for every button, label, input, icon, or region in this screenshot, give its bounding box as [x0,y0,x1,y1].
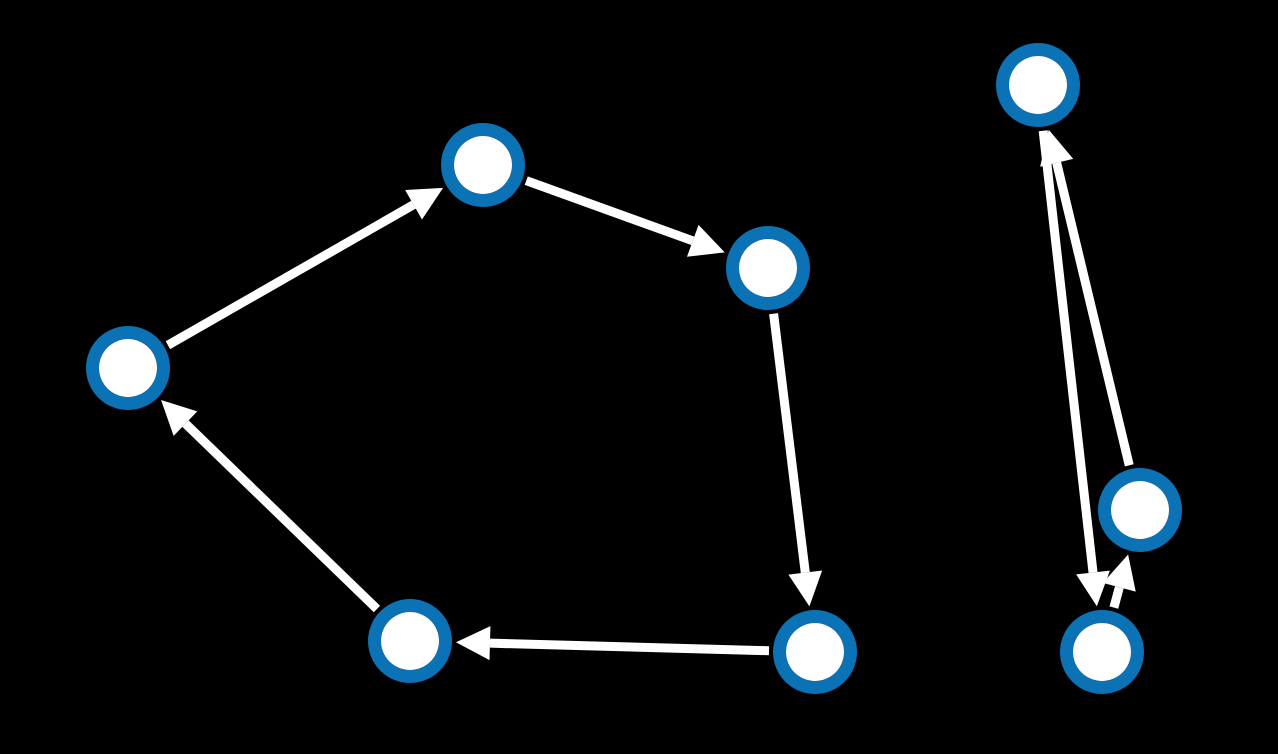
graph-node[interactable] [86,326,170,410]
node-ring [726,226,810,310]
arrowhead-icon [455,626,491,661]
graph-node[interactable] [1060,610,1144,694]
graph-node[interactable] [996,43,1080,127]
node-core [381,612,439,670]
edge-layer [161,129,1136,661]
graph-node[interactable] [441,123,525,207]
graph-node[interactable] [726,226,810,310]
node-ring [441,123,525,207]
node-core [454,136,512,194]
node-core [1111,481,1169,539]
graph-edge[interactable] [1109,586,1124,609]
node-core [1009,56,1067,114]
node-ring [773,610,857,694]
graph-edge[interactable] [165,200,416,350]
arrowhead-icon [1040,129,1074,167]
node-ring [1060,610,1144,694]
graph-node[interactable] [1098,468,1182,552]
graph-edge[interactable] [1052,161,1134,467]
arrowhead-icon [1076,570,1110,607]
node-ring [86,326,170,410]
arrowhead-icon [788,570,823,607]
arrowhead-icon [161,400,198,436]
graph-edge[interactable] [769,313,810,574]
graph-edge[interactable] [182,420,381,613]
graph-edge[interactable] [1038,130,1098,574]
arrowhead-icon [1102,554,1136,592]
node-core [739,239,797,297]
arrowhead-icon [405,187,444,220]
node-ring [1098,468,1182,552]
graph-edge[interactable] [524,176,695,246]
node-ring [368,599,452,683]
node-ring [996,43,1080,127]
node-core [786,623,844,681]
graph-edge[interactable] [489,638,770,656]
graph-node[interactable] [773,610,857,694]
node-core [1073,623,1131,681]
node-layer [86,43,1182,694]
arrowhead-icon [686,224,725,257]
node-core [99,339,157,397]
graph-node[interactable] [368,599,452,683]
